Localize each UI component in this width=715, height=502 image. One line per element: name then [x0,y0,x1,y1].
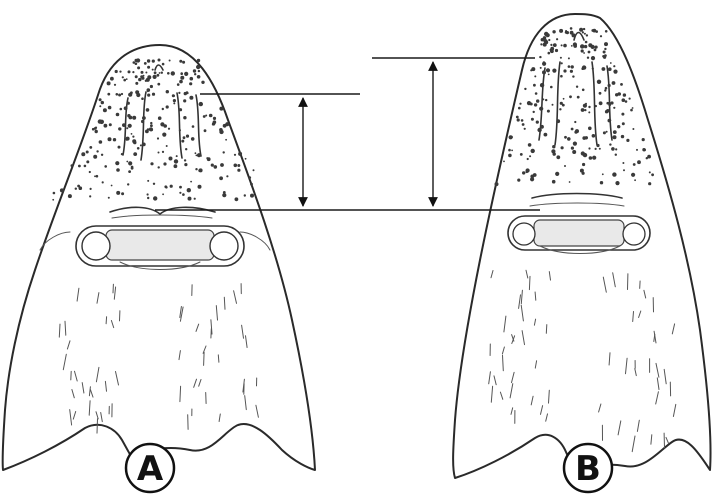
panel-label-a: A [126,444,174,492]
panel-label-b-text: B [575,449,601,489]
panel-label-b: B [564,444,612,492]
specimen-a [3,45,315,470]
panel-label-a-text: A [137,449,164,489]
specimen-b [453,14,710,478]
